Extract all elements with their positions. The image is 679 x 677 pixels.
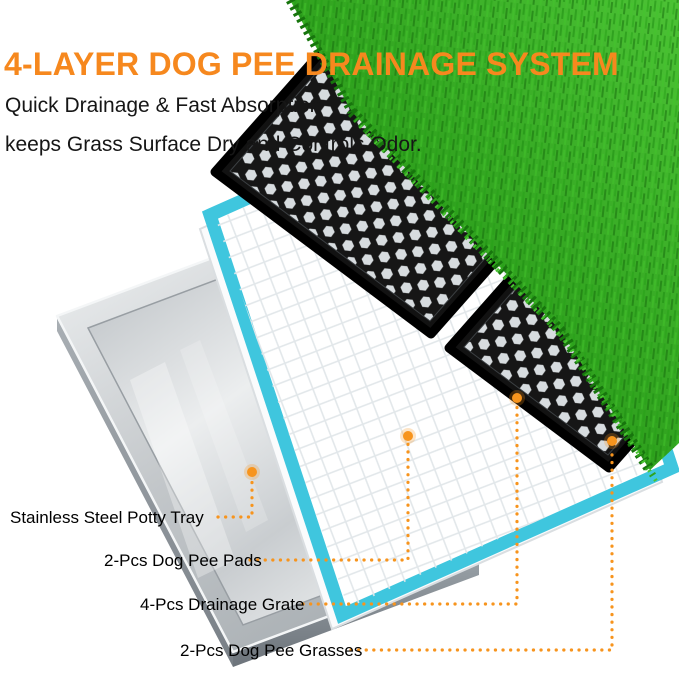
leader-dot-tray <box>247 467 257 477</box>
grass-fringe <box>286 0 356 115</box>
callout-label-grate: 4-Pcs Drainage Grate <box>140 595 305 614</box>
leader-dot-grate <box>512 393 522 403</box>
leader-line-grate <box>301 402 519 606</box>
headline: 4-LAYER DOG PEE DRAINAGE SYSTEM <box>4 46 619 82</box>
leader-dots <box>244 390 620 480</box>
leader-lines <box>216 402 614 652</box>
tray-front-left-face <box>57 316 233 667</box>
leader-line-pads <box>248 440 410 562</box>
leader-line-tray <box>216 476 254 519</box>
subtitle-line-2: keeps Grass Surface Dry and Controls Odo… <box>5 133 422 156</box>
tray-floor-reflection <box>130 362 235 578</box>
leader-dot-grass <box>607 436 617 446</box>
callout-label-pads: 2-Pcs Dog Pee Pads <box>104 551 262 570</box>
grass-texture <box>290 0 679 470</box>
callout-label-tray: Stainless Steel Potty Tray <box>10 508 204 527</box>
callout-label-grass: 2-Pcs Dog Pee Grasses <box>180 641 363 660</box>
leader-dot-pads <box>403 431 413 441</box>
leader-line-grass <box>349 446 614 652</box>
grass-fringe <box>358 124 660 486</box>
subtitle-line-1: Quick Drainage & Fast Absorption <box>5 94 322 117</box>
tray-floor-reflection <box>180 340 268 532</box>
grass-layer <box>286 0 679 486</box>
grass-fringe <box>348 108 655 473</box>
